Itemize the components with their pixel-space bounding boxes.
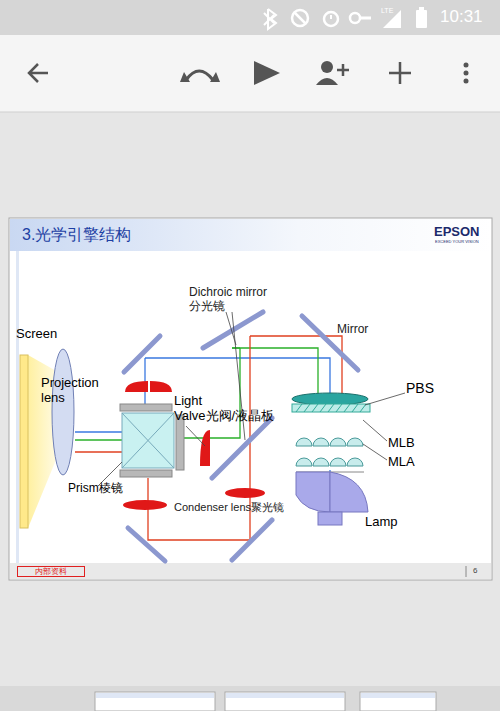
- thumbnails: [0, 686, 500, 711]
- status-bar: [0, 0, 500, 35]
- mla-mlb: [296, 438, 364, 472]
- projection-lens: [52, 349, 74, 475]
- part-label: MLB: [388, 436, 415, 451]
- light-valve: [120, 470, 172, 477]
- part-label: Screen: [16, 327, 57, 342]
- slide-title: 3.光学引擎结构: [22, 226, 131, 244]
- toolbar: [0, 35, 500, 112]
- leader-lines: [98, 312, 405, 486]
- part-label: Mirror: [337, 323, 368, 337]
- pbs-lens: [292, 393, 368, 405]
- prism-diagonals: [122, 413, 174, 468]
- screen: [20, 355, 28, 528]
- part-label: Condenser lens聚光镜: [174, 501, 294, 514]
- light-valve: [176, 415, 184, 470]
- part-label: Projection lens: [41, 376, 111, 406]
- footer-tag-box: 内部资料: [17, 566, 85, 577]
- part-label: MLA: [388, 455, 415, 470]
- network-type: LTE: [381, 7, 393, 15]
- brand-logo: EPSON: [434, 225, 480, 240]
- slide: [9, 218, 492, 580]
- part-label: Lamp: [365, 515, 398, 530]
- slide-side-bar: [16, 251, 19, 565]
- box-text: 内部资料: [35, 568, 67, 576]
- part-label: Dichroic mirror分光镜: [189, 286, 267, 314]
- part-label: PBS: [406, 380, 434, 396]
- toolbar-icons: [29, 61, 469, 85]
- page-number: 6: [473, 566, 477, 575]
- prism: [122, 413, 174, 468]
- lamp: [296, 472, 368, 525]
- part-label: Prism棱镜: [68, 482, 123, 496]
- slide-footer: [10, 563, 491, 579]
- status-icons: [264, 7, 427, 29]
- slide-header: [10, 219, 491, 251]
- footer-separator: [466, 566, 467, 577]
- light-valve: [120, 404, 172, 411]
- part-label: Light Valve光阀/液晶板: [174, 394, 292, 424]
- toolbar-border: [0, 112, 500, 113]
- pbs: [292, 404, 370, 412]
- brand-slogan: EXCEED YOUR VISION: [435, 240, 479, 245]
- pbs-hatch: [296, 404, 366, 412]
- status-time: 10:31: [440, 7, 483, 27]
